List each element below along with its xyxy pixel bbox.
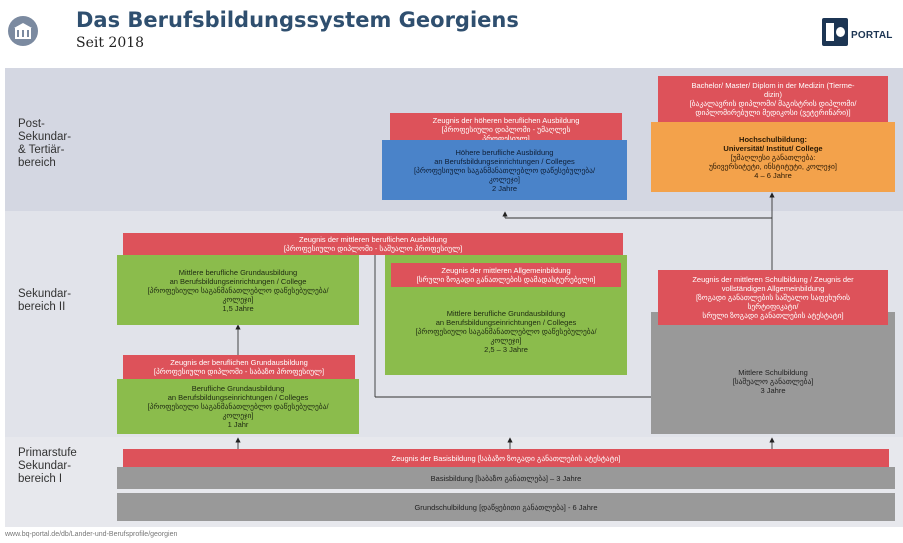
- building-glyph: [14, 23, 32, 39]
- box-basic-vocational: Berufliche Grundausbildung an Berufsbild…: [117, 379, 359, 434]
- page-subtitle: Seit 2018: [76, 35, 145, 51]
- certificate-bachelor-master: Bachelor/ Master/ Diplom in der Medizin …: [658, 76, 888, 122]
- level-label-primary: Primarstufe Sekundar- bereich I: [18, 447, 77, 485]
- box-basic-education: Basisbildung [საბაზო განათლება] – 3 Jahr…: [117, 467, 895, 489]
- certificate-basic-vocational: Zeugnis der beruflichen Grundausbildung …: [123, 355, 355, 379]
- level-label-post-secondary: Post- Sekundar- & Tertiär- bereich: [18, 118, 72, 169]
- certificate-school: Zeugnis der mittleren Schulbildung / Zeu…: [658, 270, 888, 325]
- box-mid-school: Mittlere Schulbildung [საშუალო განათლება…: [651, 312, 895, 434]
- box-primary-school: Grundschulbildung [დაწყებითი განათლება] …: [117, 493, 895, 521]
- page-title: Das Berufsbildungssystem Georgiens: [76, 8, 519, 32]
- source-url[interactable]: www.bq-portal.de/db/Lander-und-Berufspro…: [5, 531, 178, 538]
- institution-icon: [8, 16, 38, 46]
- certificate-basic-education: Zeugnis der Basisbildung [საბაზო ზოგადი …: [123, 449, 889, 467]
- bq-portal-logo[interactable]: PORTAL: [822, 18, 903, 48]
- certificate-mid-general: Zeugnis der mittleren Allgemeinbildung […: [391, 263, 621, 287]
- logo-wordmark: PORTAL: [851, 30, 893, 41]
- certificate-mid-vocational: Zeugnis der mittleren beruflichen Ausbil…: [123, 233, 623, 255]
- level-label-secondary-2: Sekundar- bereich II: [18, 288, 72, 313]
- box-higher-education: Hochschulbildung: Universität/ Institut/…: [651, 122, 895, 192]
- logo-mark-icon: [822, 18, 848, 46]
- box-higher-vocational-training: Höhere berufliche Ausbildung an Berufsbi…: [382, 140, 627, 200]
- box-mid-vocational-1-5: Mittlere berufliche Grundausbildung an B…: [117, 255, 359, 325]
